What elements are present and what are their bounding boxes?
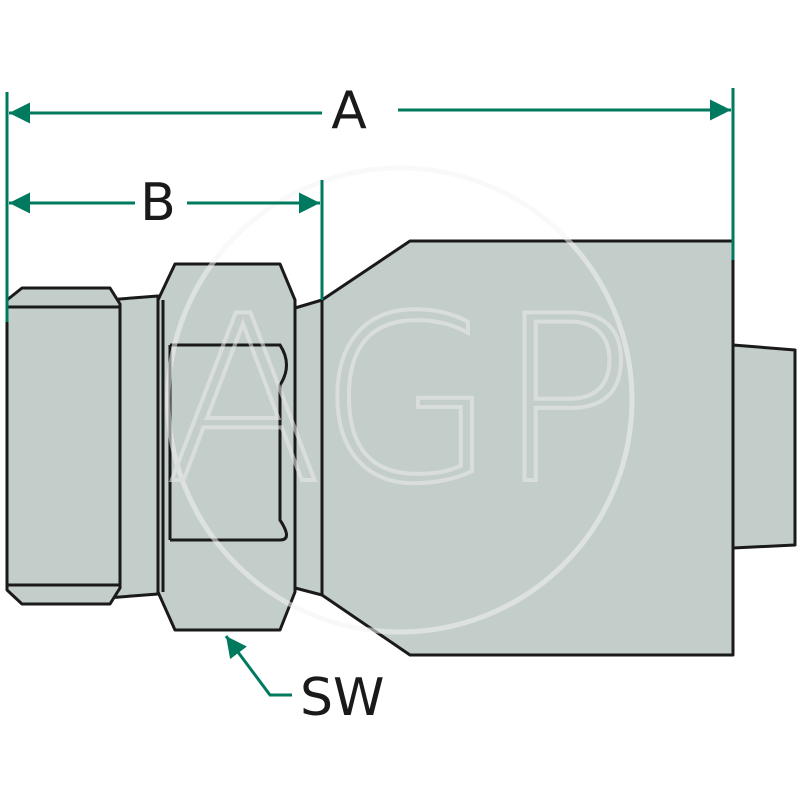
wrench-size-leader [224, 635, 292, 697]
hose-tail [731, 343, 797, 550]
dimension-a [5, 88, 735, 322]
watermark-text: AGP [165, 268, 635, 535]
dimension-b [9, 180, 324, 300]
wrench-size-label: SW [300, 668, 384, 728]
sw-leader-line [224, 635, 292, 697]
dimension-b-label: B [140, 173, 176, 233]
watermark-circle [165, 165, 635, 635]
hex-flat-middle [170, 343, 288, 542]
dimension-a-label: A [331, 81, 367, 141]
thread-end [5, 286, 122, 606]
agp-watermark: AGP [163, 165, 637, 635]
